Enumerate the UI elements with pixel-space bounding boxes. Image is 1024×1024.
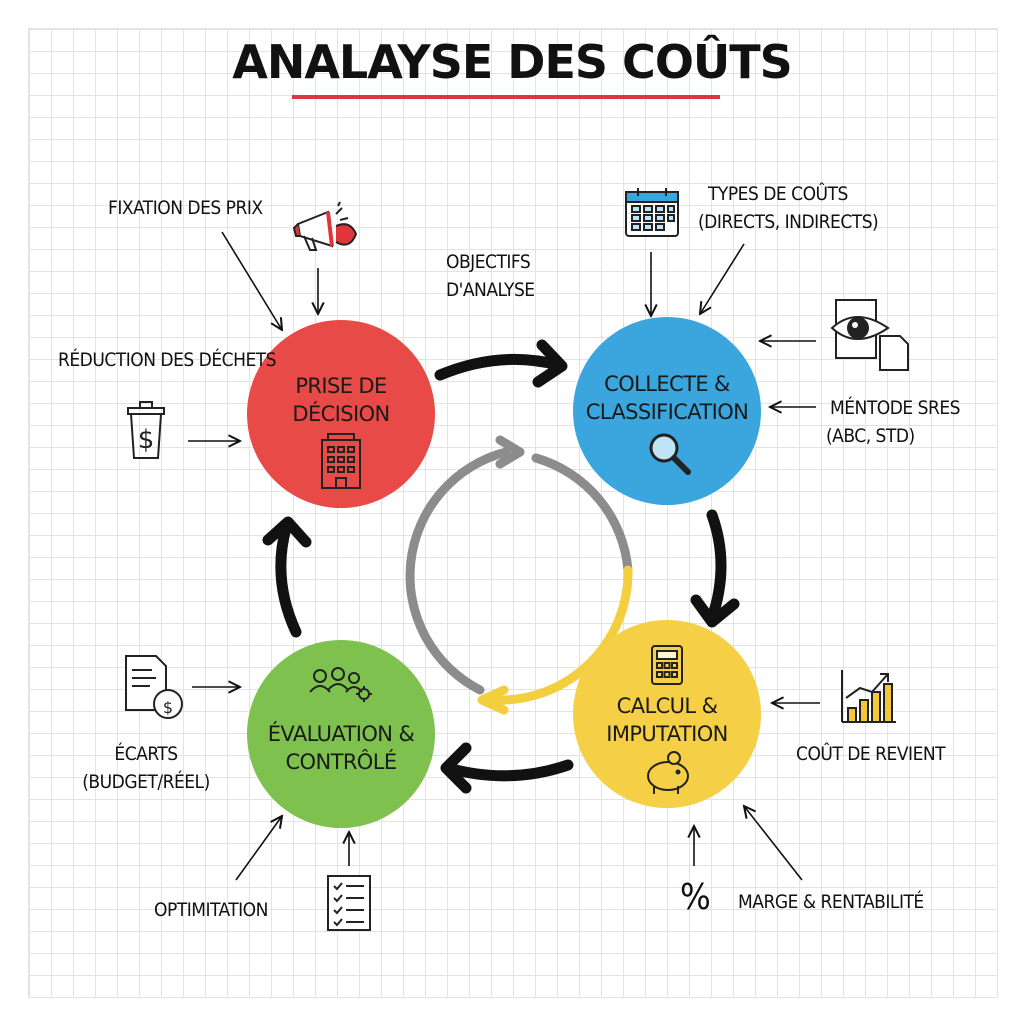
arrow-collecte-to-calcul-head: [690, 594, 740, 628]
label-methode-2: (ABC, STD): [826, 425, 915, 447]
percent-icon: %: [680, 877, 711, 918]
calcul-label-2: IMPUTATION: [606, 722, 728, 746]
collecte-label-2: CLASSIFICATION: [585, 400, 749, 424]
office-building-icon: [321, 433, 361, 489]
evaluation-label-2: CONTRÔLÉ: [285, 750, 397, 774]
arrow-calcul-to-evaluation: [442, 759, 574, 782]
arrow-prise-to-collecte: [434, 353, 564, 381]
center-label-2: D'ANALYSE: [446, 279, 535, 301]
label-cout-de-revient: COÛT DE REVIENT: [796, 743, 946, 765]
collecte-label-1: COLLECTE &: [604, 372, 730, 396]
pointer-fixation: [221, 231, 282, 330]
arrow-evaluation-to-prise-head: [262, 516, 312, 548]
cycle-arrows: [262, 339, 740, 794]
arrow-calcul-to-evaluation-head: [440, 742, 472, 794]
label-methode-1: MÉNTODE SRES: [830, 397, 961, 419]
pointer-arrows: [188, 231, 820, 881]
calcul-label-1: CALCUL &: [616, 694, 718, 718]
page-title: ANALAYSE DES COÛTS: [232, 35, 793, 89]
label-marge-rentabilite: MARGE & RENTABILITÉ: [738, 891, 924, 913]
megaphone-icon: [292, 201, 358, 251]
label-fixation-des-prix: FIXATION DES PRIX: [108, 197, 263, 219]
eye-document-icon: [830, 299, 909, 371]
label-ecarts-2: (BUDGET/RÉEL): [82, 771, 210, 793]
piggy-bank-icon: [647, 751, 689, 794]
trash-dollar-icon: [127, 401, 165, 459]
team-gear-icon: [309, 667, 372, 702]
arrow-prise-to-collecte-head: [532, 339, 568, 388]
pointer-types: [700, 243, 745, 314]
node-calcul-imputation: [573, 620, 761, 808]
node-collecte-classification: [573, 317, 761, 505]
label-types-couts-1: TYPES DE COÛTS: [708, 183, 848, 205]
node-evaluation-controle: [247, 640, 435, 828]
bar-chart-icon: [841, 670, 896, 723]
invoice-clock-icon: [125, 655, 183, 719]
label-reduction-des-dechets: RÉDUCTION DES DÉCHETS: [58, 349, 277, 371]
label-optimitation: OPTIMITATION: [154, 899, 268, 921]
pointer-optim: [235, 816, 282, 881]
center-label-1: OBJECTIFS: [446, 251, 531, 273]
checklist-icon: [327, 875, 371, 931]
label-ecarts-1: ÉCARTS: [114, 743, 178, 765]
calculator-icon: [651, 645, 683, 685]
pointer-marge: [744, 806, 803, 881]
prise-label-1: PRISE DE: [295, 374, 387, 398]
grid-background: [28, 28, 998, 998]
evaluation-label-1: ÉVALUATION &: [267, 722, 415, 746]
arrow-evaluation-to-prise: [275, 522, 302, 638]
title-underline: [292, 95, 720, 99]
calendar-icon: [625, 188, 679, 237]
invoice-dollar-sign: $: [163, 698, 173, 717]
arrow-collecte-to-calcul: [706, 509, 727, 624]
magnifier-icon: [649, 433, 691, 475]
node-prise-decision: [247, 320, 435, 508]
prise-label-2: DÉCISION: [292, 402, 390, 426]
trash-dollar-sign: $: [138, 425, 155, 455]
label-types-couts-2: (DIRECTS, INDIRECTS): [698, 211, 879, 233]
